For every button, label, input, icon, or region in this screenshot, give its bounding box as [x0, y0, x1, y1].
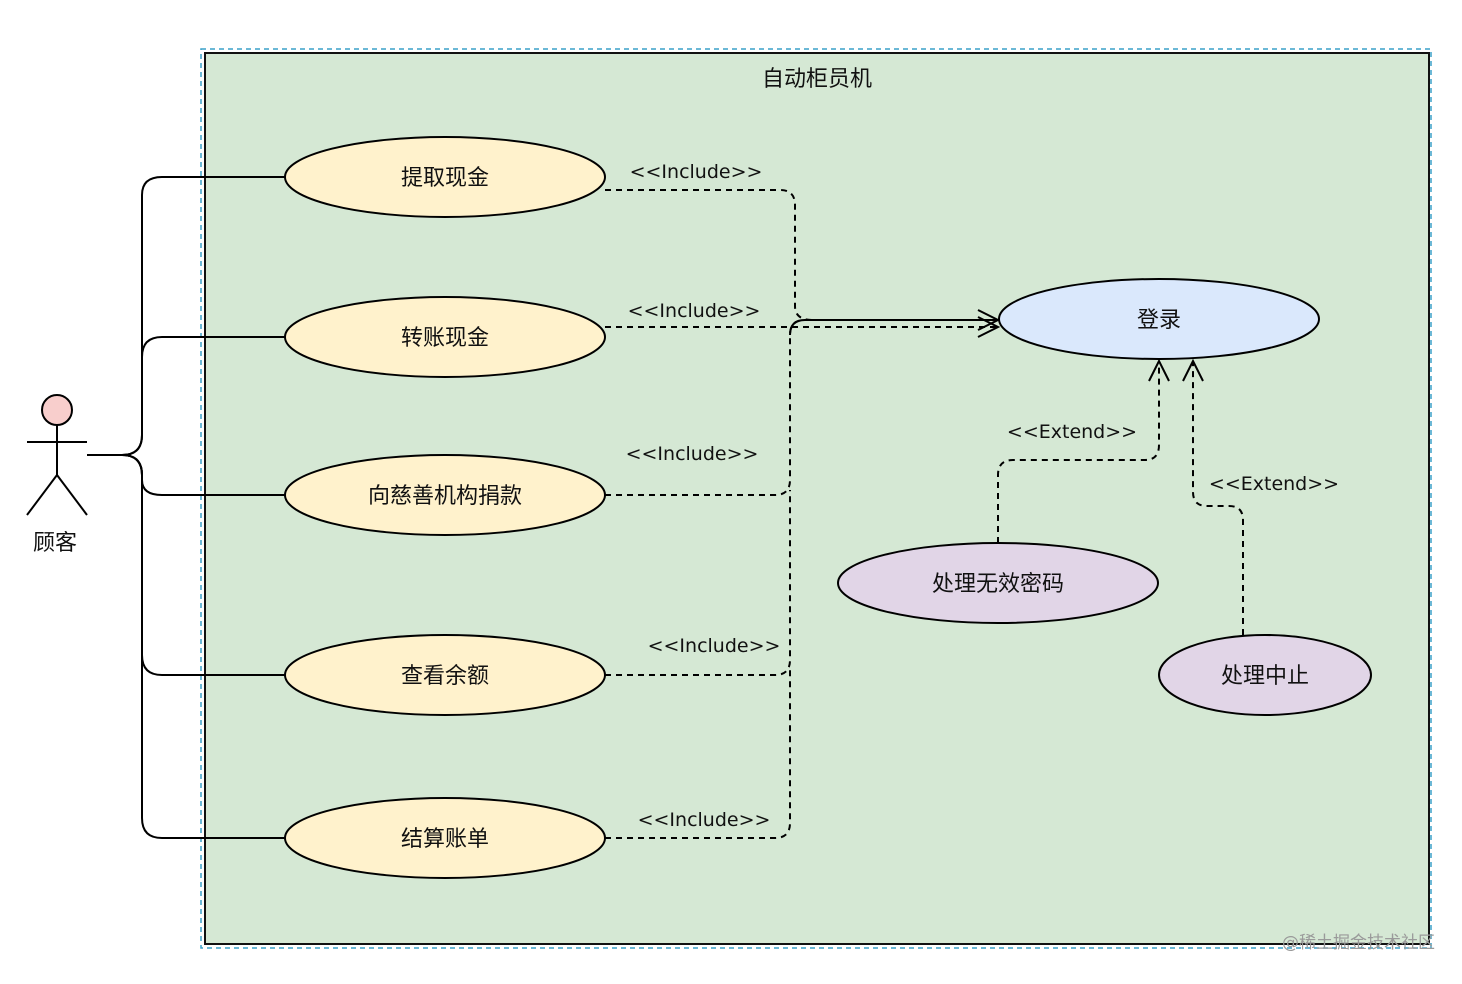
watermark: @稀土掘金技术社区 [1282, 933, 1435, 953]
include-label-bill: <<Include>> [638, 809, 771, 831]
extend-label-abort: <<Extend>> [1209, 473, 1339, 495]
use-case-transfer-label: 转账现金 [401, 326, 489, 351]
actor-name: 顾客 [33, 531, 77, 556]
include-label-balance: <<Include>> [648, 635, 781, 657]
use-case-donate: 向慈善机构捐款 [284, 454, 606, 536]
actor-figure [26, 394, 88, 516]
use-case-withdraw-label: 提取现金 [401, 166, 489, 191]
use-case-abort: 处理中止 [1158, 634, 1372, 716]
use-case-balance: 查看余额 [284, 634, 606, 716]
use-case-balance-label: 查看余额 [401, 664, 489, 689]
actor-head [41, 394, 73, 426]
use-case-invalid-pin-label: 处理无效密码 [932, 572, 1064, 597]
include-label-transfer: <<Include>> [628, 300, 761, 322]
use-case-bill-label: 结算账单 [401, 827, 489, 852]
use-case-login-label: 登录 [1137, 308, 1181, 333]
actor-associations [87, 176, 285, 839]
include-connectors [605, 189, 998, 839]
use-case-abort-label: 处理中止 [1221, 664, 1309, 689]
use-case-transfer: 转账现金 [284, 296, 606, 378]
include-label-withdraw: <<Include>> [630, 161, 763, 183]
use-case-login: 登录 [998, 278, 1320, 360]
extend-connectors [997, 361, 1244, 635]
use-case-donate-label: 向慈善机构捐款 [368, 484, 522, 509]
use-case-withdraw: 提取现金 [284, 136, 606, 218]
system-title: 自动柜员机 [762, 67, 872, 92]
extend-label-invalid-pin: <<Extend>> [1007, 421, 1137, 443]
use-case-invalid-pin: 处理无效密码 [837, 542, 1159, 624]
include-label-donate: <<Include>> [626, 443, 759, 465]
use-case-bill: 结算账单 [284, 797, 606, 879]
